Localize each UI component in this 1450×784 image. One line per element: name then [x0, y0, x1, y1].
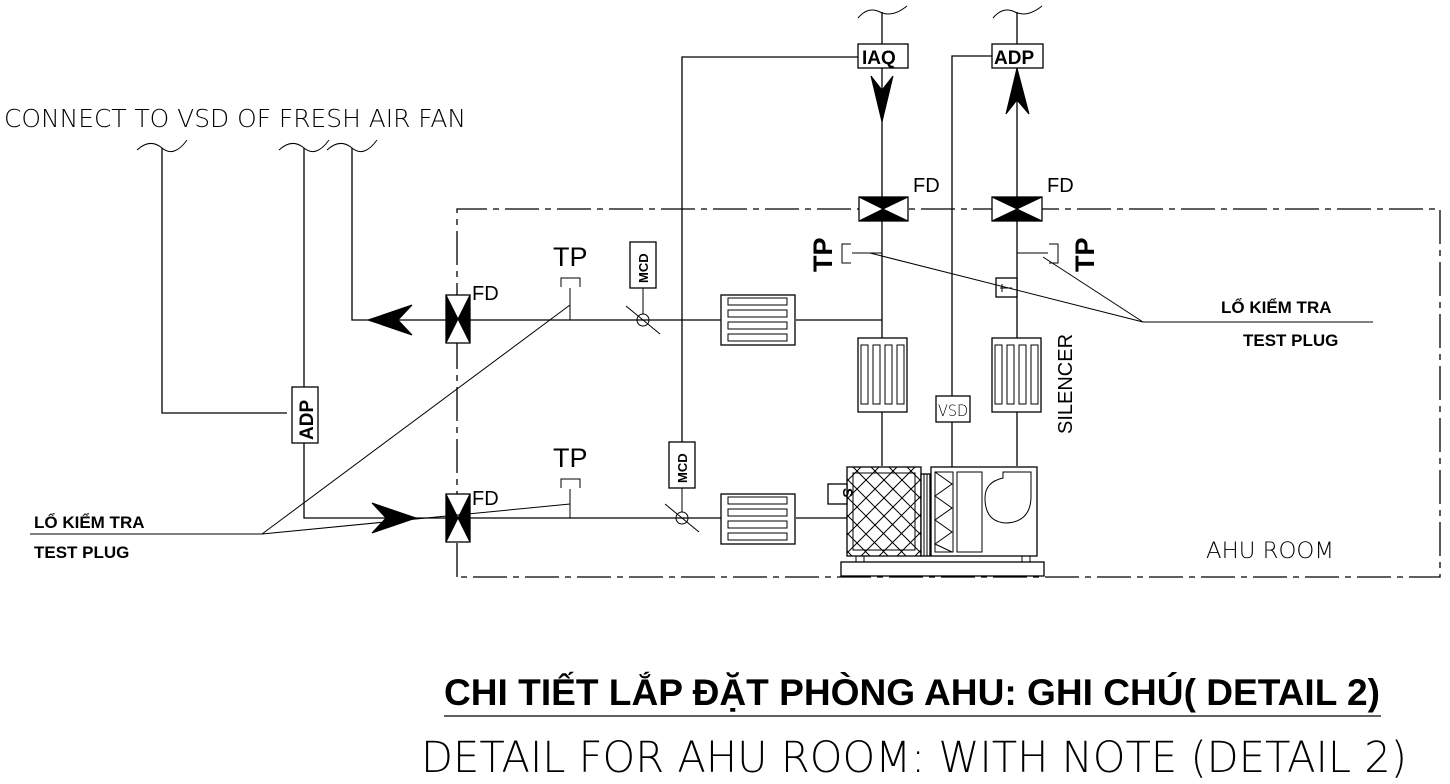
tp-label-lower: TP [553, 443, 588, 473]
test-plug-en-left: TEST PLUG [34, 543, 129, 562]
connect-leaders [136, 139, 410, 519]
test-plug-leaders-right [869, 252, 1373, 323]
fire-damper-top-right [991, 196, 1043, 222]
airflow-arrow-left-icon [366, 304, 413, 336]
silencer-upper-horizontal [720, 294, 796, 346]
silencer-vertical-left [857, 337, 908, 413]
upper-duct [366, 304, 882, 336]
coil-crosshatch [846, 466, 922, 557]
fire-damper-lower-left [445, 493, 471, 543]
vsd-wire [951, 55, 992, 396]
title-vi: CHI TIẾT LẮP ĐẶT PHÒNG AHU: GHI CHÚ( DET… [444, 671, 1380, 713]
tp-label-upper: TP [553, 242, 588, 272]
vsd-label: VSD [938, 401, 968, 420]
test-plug-leaders-left [30, 304, 571, 535]
tp-label-riser-right: TP [1070, 237, 1100, 272]
test-plug-vi-right: LỔ KIỂM TRA [1221, 298, 1332, 317]
adp-label-top: ADP [994, 48, 1034, 69]
iaq-sensor [857, 43, 909, 69]
title-en: DETAIL FOR AHU ROOM: WITH NOTE (DETAIL 2… [421, 733, 1407, 783]
adp-sensor-top [991, 43, 1044, 69]
adp-sensor-left [291, 386, 319, 444]
airflow-arrow-right-icon [371, 502, 418, 534]
fire-damper-upper-left [445, 294, 471, 344]
silencer-vertical-right [991, 337, 1042, 413]
room-label: AHU ROOM [1206, 539, 1334, 564]
silencer-lower-horizontal [720, 493, 796, 545]
fd-label-upper-left: FD [472, 283, 499, 305]
mcd-lower [664, 441, 700, 533]
ahu-room-boundary [456, 208, 1441, 578]
iaq-control-wire [681, 56, 858, 442]
airflow-arrow-up-icon [1005, 67, 1030, 115]
test-plug-riser-left [841, 243, 882, 264]
test-plug-upper [560, 277, 581, 320]
test-plug-vi-left: LỔ KIỂM TRA [34, 513, 145, 532]
fd-label-top-left: FD [913, 175, 940, 197]
connect-note: CONNECT TO VSD OF FRESH AIR FAN [4, 104, 466, 133]
ahu-unit [840, 466, 1045, 577]
fd-label-top-right: FD [1047, 175, 1074, 197]
mcd-upper [625, 241, 661, 335]
tp-label-riser-left: TP [808, 237, 838, 272]
test-plug-en-right: TEST PLUG [1243, 331, 1338, 350]
adp-label-left: ADP [297, 400, 318, 440]
fd-label-lower-left: FD [472, 488, 499, 510]
vsd-box [935, 395, 971, 423]
sensor-s-label: S [840, 488, 856, 497]
iaq-label: IAQ [862, 48, 896, 69]
mcd-label-lower: MCD [675, 453, 690, 483]
mcd-label-upper: MCD [636, 253, 651, 283]
airflow-arrow-down-icon [870, 75, 894, 123]
silencer-label: SILENCER [1055, 334, 1077, 434]
test-plug-riser-right [1017, 243, 1059, 264]
sensor-s-box [827, 483, 848, 505]
fire-damper-top-left [858, 196, 909, 222]
test-plug-lower [560, 478, 581, 518]
